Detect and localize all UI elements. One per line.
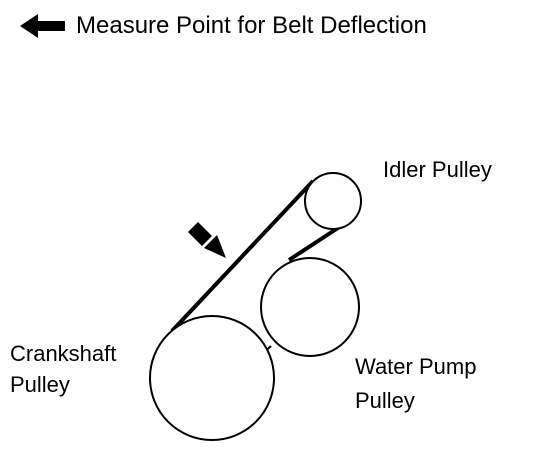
belt-lower-run [287,222,346,262]
water-pump-pulley-label-line2: Pulley [355,388,415,413]
left-arrow-icon [20,14,65,38]
crankshaft-pulley-label-line1: Crankshaft [10,341,117,366]
water-pump-pulley-label-line1: Water Pump [355,354,477,379]
crankshaft-pulley-label-line2: Pulley [10,372,70,397]
idler-pulley [304,172,362,230]
legend: Measure Point for Belt Deflection [20,10,427,42]
legend-text: Measure Point for Belt Deflection [76,12,427,39]
crankshaft-pulley [149,315,275,441]
down-right-arrow-icon [188,222,226,258]
belt-upper-run [170,179,315,333]
water-pump-pulley [260,257,360,357]
idler-pulley-label: Idler Pulley [383,157,492,182]
